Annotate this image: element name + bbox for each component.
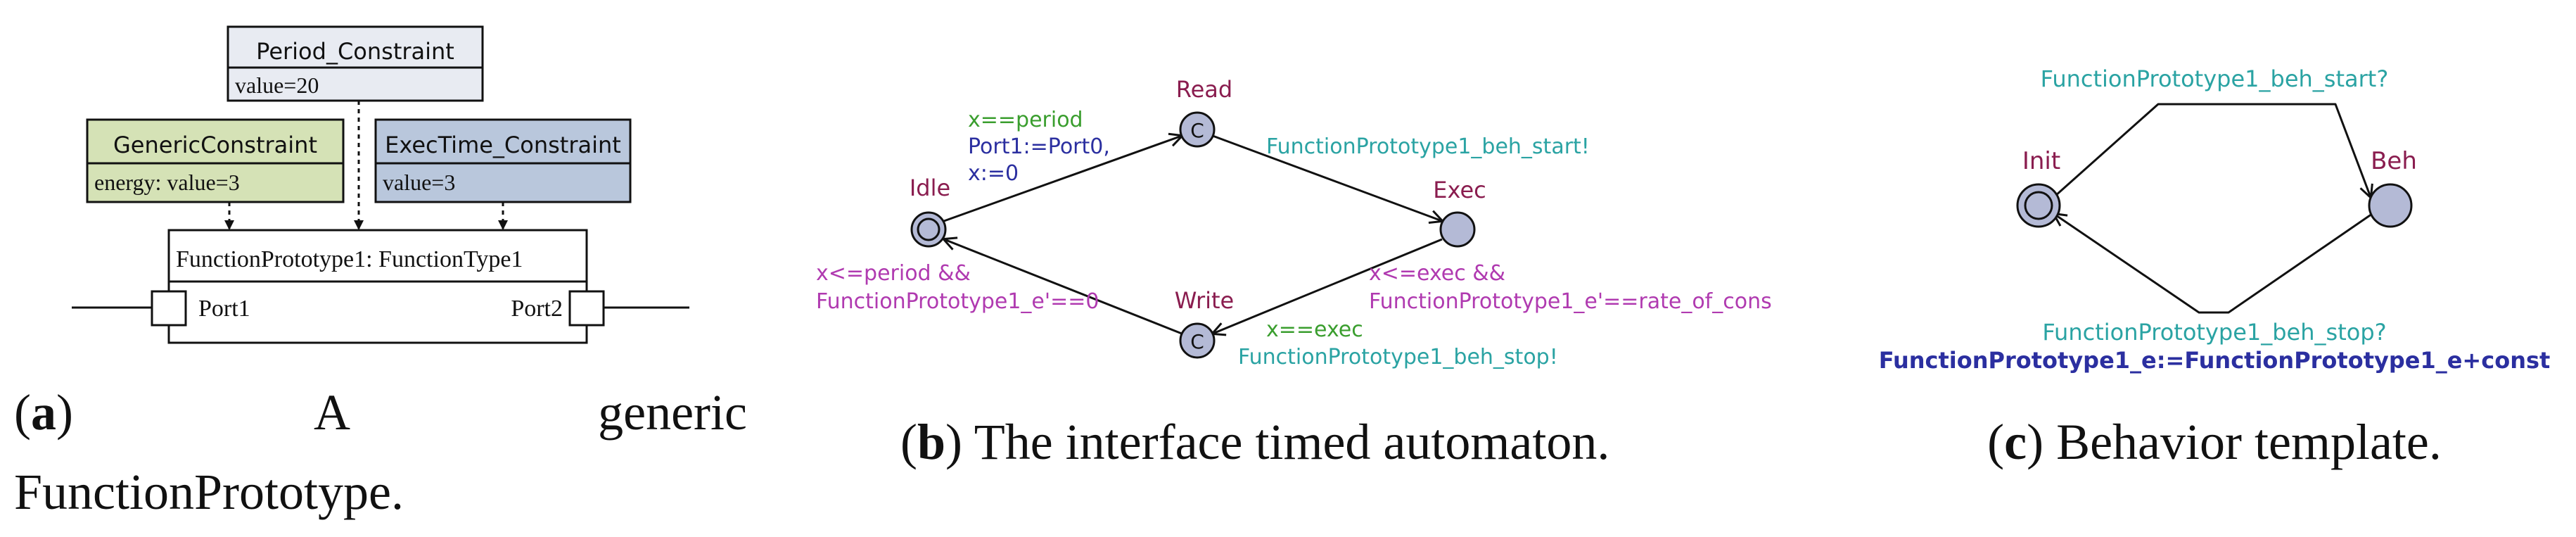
state-init (2016, 183, 2061, 228)
function-prototype-block: FunctionPrototype1: FunctionType1 Port1 … (72, 229, 689, 344)
sync-beh-stop-c: FunctionPrototype1_beh_stop? (2042, 319, 2386, 346)
state-exec-label: Exec (1433, 177, 1486, 203)
generic-constraint-title: GenericConstraint (113, 132, 317, 158)
panel-c: Init Beh FunctionPrototype1_beh_start? F… (1879, 65, 2551, 470)
guard-x-period: x==period (968, 108, 1083, 132)
port2-label: Port2 (511, 296, 563, 322)
port1-label: Port1 (198, 296, 250, 322)
caption-a-letter: a (31, 384, 56, 441)
caption-b-text: The interface timed automaton. (962, 414, 1609, 470)
state-idle-label: Idle (910, 175, 950, 201)
generic-constraint-value: energy: value=3 (94, 170, 240, 195)
state-read-label: Read (1176, 76, 1232, 103)
caption-c-letter: c (2004, 414, 2027, 470)
edge-exec-write (1213, 238, 1443, 334)
state-write: C (1179, 322, 1216, 359)
caption-a: (a) A generic FunctionPrototype. (14, 384, 747, 520)
period-constraint-title: Period_Constraint (256, 38, 454, 65)
exectime-constraint-value: value=3 (383, 170, 455, 195)
port1-square (151, 290, 187, 327)
caption-c: (c) Behavior template. (1987, 414, 2442, 470)
update-energy: FunctionPrototype1_e:=FunctionPrototype1… (1879, 347, 2551, 374)
state-idle (910, 211, 947, 248)
idle-invariant-1: x<=period && (816, 261, 971, 286)
edge-write-idle (944, 239, 1182, 335)
function-prototype-label: FunctionPrototype1: FunctionType1 (176, 246, 523, 272)
state-init-label: Init (2022, 147, 2060, 175)
caption-a-line2: FunctionPrototype. (14, 464, 404, 520)
state-beh (2368, 183, 2413, 228)
state-beh-label: Beh (2371, 147, 2417, 175)
state-read: C (1179, 111, 1216, 148)
state-write-label: Write (1175, 287, 1234, 314)
edge-beh-init (2054, 214, 2373, 314)
edge-init-beh (2055, 103, 2371, 197)
sync-beh-stop: FunctionPrototype1_beh_stop! (1238, 345, 1558, 369)
edge-idle-read (943, 136, 1182, 222)
sync-beh-start: FunctionPrototype1_beh_start! (1266, 134, 1590, 159)
guard-x-exec: x==exec (1266, 317, 1363, 342)
committed-mark-write: C (1190, 330, 1204, 353)
exectime-constraint-title: ExecTime_Constraint (385, 132, 621, 158)
period-constraint-box: Period_Constraint value=20 (227, 25, 484, 102)
committed-mark-read: C (1190, 119, 1204, 142)
caption-b-letter: b (917, 414, 945, 470)
idle-invariant-2: FunctionPrototype1_e'==0 (816, 289, 1099, 314)
sync-beh-start-c: FunctionPrototype1_beh_start? (2041, 65, 2389, 92)
svg-text:(a): (a) (14, 384, 73, 441)
caption-a-word2: generic (598, 384, 747, 441)
caption-a-word1: A (314, 384, 350, 441)
generic-constraint-box: GenericConstraint energy: value=3 (86, 118, 345, 203)
update-x-reset: x:=0 (968, 161, 1019, 186)
panel-b: C C Idle Read Exec Write x==period Port1… (816, 76, 1772, 470)
caption-b: (b) The interface timed automaton. (900, 414, 1609, 470)
caption-c-text: Behavior template. (2043, 414, 2442, 470)
exec-invariant-2: FunctionPrototype1_e'==rate_of_cons (1369, 289, 1772, 314)
edge-read-exec (1212, 134, 1442, 221)
update-port1: Port1:=Port0, (968, 134, 1110, 159)
exec-invariant-1: x<=exec && (1369, 261, 1505, 286)
panel-a: Period_Constraint value=20 GenericConstr… (14, 25, 747, 520)
period-constraint-value: value=20 (235, 72, 319, 98)
exectime-constraint-box: ExecTime_Constraint value=3 (374, 118, 632, 203)
port2-square (568, 290, 605, 327)
state-exec (1439, 211, 1476, 248)
